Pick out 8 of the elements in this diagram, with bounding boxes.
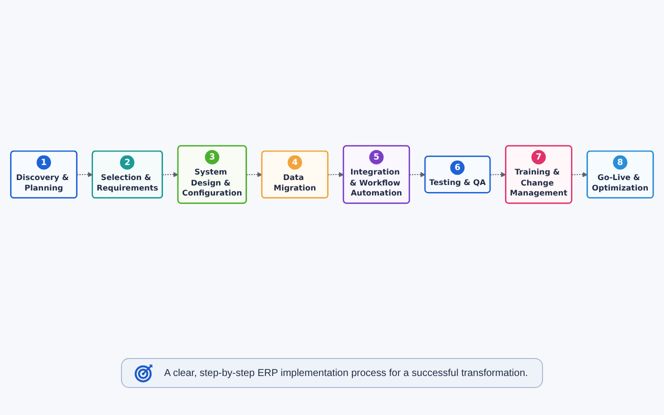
arrow [328, 171, 344, 177]
arrow [162, 171, 178, 177]
arrow [246, 171, 262, 177]
caption: A clear, step-by-step ERP implementation process for a successful transformation. [164, 366, 528, 380]
arrow [490, 171, 506, 177]
arrow [409, 171, 426, 177]
arrow [76, 171, 93, 177]
arrow [571, 171, 588, 177]
